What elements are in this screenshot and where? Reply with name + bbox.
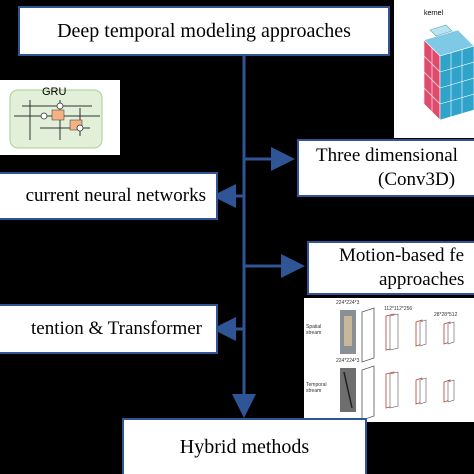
attention-transformer-box: tention & Transformer [0,304,218,354]
size-label-d: 28*28*512 [434,312,458,318]
size-label-c: 112*112*256 [384,306,413,312]
size-label-a: 224*224*3 [336,300,360,306]
size-label-b: 224*224*3 [336,358,360,364]
conv3d-label-line1: Three dimensional [316,145,458,167]
hybrid-methods-label: Hybrid methods [179,435,310,458]
temporal-stream-label: Temporal stream [306,382,327,394]
gru-title: GRU [42,86,67,98]
motion-label-line2: approaches [379,269,465,290]
rnn-box: current neural networks [0,172,218,220]
motion-label-line1: Motion-based fe [339,245,465,267]
two-stream-network-thumbnail: Spatial stream Temporal stream 224*224*3… [304,298,474,422]
hybrid-methods-box: Hybrid methods [122,418,367,474]
conv3d-label-line2: (Conv3D) [378,169,456,190]
deep-temporal-modeling-label: Deep temporal modeling approaches [57,19,351,42]
kernel-label: kernel [424,10,444,17]
motion-based-box: Motion-based fe approaches [307,241,474,295]
conv3d-cube-thumbnail: kernel [394,0,474,138]
rnn-label: current neural networks [25,185,206,207]
attention-label: tention & Transformer [31,318,202,340]
gru-diagram-thumbnail: GRU [0,80,120,155]
conv3d-box: Three dimensional (Conv3D) [297,139,474,197]
deep-temporal-modeling-box: Deep temporal modeling approaches [18,6,390,56]
spatial-stream-label: Spatial stream [306,324,322,336]
